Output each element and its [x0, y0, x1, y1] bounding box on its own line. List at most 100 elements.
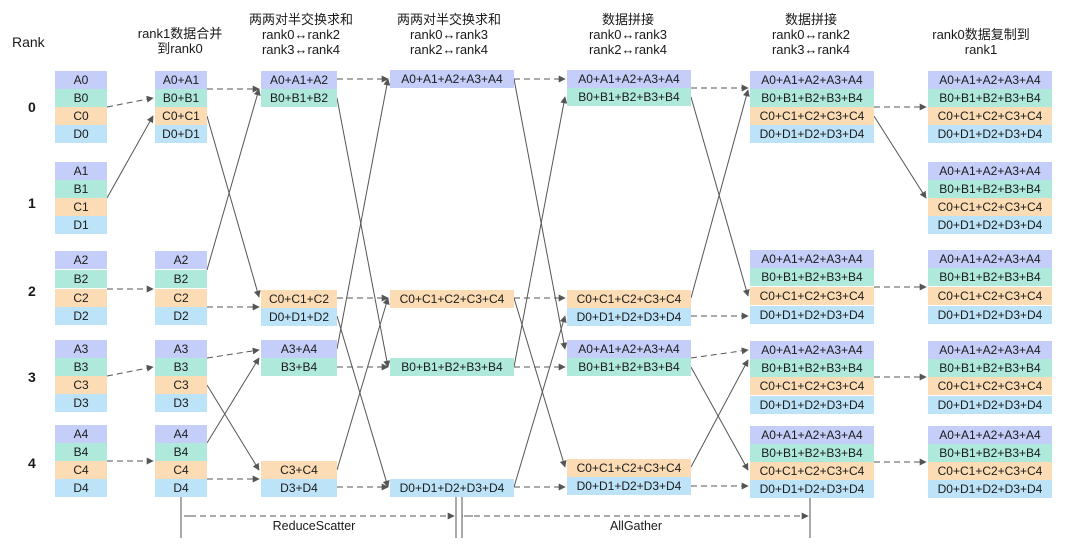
- header-line: 数据拼接: [784, 12, 837, 27]
- data-block: B0+B1+B2+B3+B4: [390, 358, 514, 376]
- exchange-arrow: [206, 357, 260, 444]
- data-block: C0+C1+C2+C3+C4: [750, 462, 874, 480]
- phase-label-allgather: AllGather: [583, 519, 689, 533]
- data-block: C0+C1+C2+C3+C4: [750, 287, 874, 305]
- data-block: B3: [155, 358, 207, 376]
- data-block: A2: [155, 251, 207, 269]
- data-block: A0+A1+A2+A3+A4: [567, 340, 691, 358]
- rank-axis-title: Rank: [12, 34, 45, 50]
- data-block: C4: [155, 461, 207, 479]
- data-block: C0+C1+C2+C3+C4: [390, 290, 514, 308]
- data-block: B0+B1+B2+B3+B4: [928, 268, 1052, 286]
- header-line: 两两对半交换求和: [396, 12, 501, 27]
- step-header-reduce-2: 两两对半交换求和 rank0↔rank3 rank2↔rank4: [388, 12, 510, 57]
- data-block: D0+D1+D2+D3+D4: [750, 396, 874, 414]
- exchange-arrow: [336, 315, 390, 488]
- rank-label-1: 1: [28, 195, 36, 211]
- exchange-arrow: [873, 115, 927, 199]
- data-block: B0+B1+B2+B3+B4: [928, 180, 1052, 198]
- data-block: D0+D1+D2+D3+D4: [928, 216, 1052, 234]
- data-block: B0+B1+B2+B3+B4: [750, 89, 874, 107]
- exchange-arrow: [513, 297, 567, 468]
- header-line: 两两对半交换求和: [248, 12, 353, 27]
- exchange-arrow: [206, 384, 260, 471]
- data-block: D0+D1+D2+D3+D4: [750, 306, 874, 324]
- data-block: C4: [55, 461, 107, 479]
- data-block: C0+C1+C2+C3+C4: [750, 377, 874, 395]
- data-block: B4: [155, 443, 207, 461]
- data-block: B0+B1+B2: [261, 89, 337, 107]
- step-header-gather-2: 数据拼接 rank0↔rank2 rank3↔rank4: [748, 12, 874, 57]
- data-block: C0+C1+C2+C3+C4: [567, 459, 691, 477]
- data-block: D4: [155, 479, 207, 497]
- data-block: C3: [55, 376, 107, 394]
- data-block: A0+A1+A2+A3+A4: [567, 70, 691, 88]
- rank-label-4: 4: [28, 455, 36, 471]
- data-block: D3: [55, 394, 107, 412]
- data-block: C1: [55, 198, 107, 216]
- data-block: D0+D1+D2+D3+D4: [928, 396, 1052, 414]
- data-block: D0+D1+D2+D3+D4: [750, 480, 874, 498]
- step-header-copy: rank0数据复制到 rank1: [918, 27, 1044, 57]
- data-block: A0+A1+A2+A3+A4: [928, 71, 1052, 89]
- step-header-gather-1: 数据拼接 rank0↔rank3 rank2↔rank4: [565, 12, 691, 57]
- exchange-arrow: [513, 315, 567, 488]
- exchange-arrow: [336, 297, 390, 471]
- data-block: D2: [55, 307, 107, 325]
- exchange-arrow: [206, 88, 261, 271]
- data-block: A0+A1: [155, 71, 207, 89]
- data-block: A0: [55, 71, 107, 89]
- data-block: A0+A1+A2+A3+A4: [750, 250, 874, 268]
- data-block: D0+D1+D2+D3+D4: [928, 125, 1052, 143]
- data-block: D0+D1+D2+D3+D4: [567, 477, 691, 495]
- data-block: A2: [55, 251, 107, 269]
- data-block: C0+C1+C2+C3+C4: [750, 107, 874, 125]
- data-block: A0+A1+A2+A3+A4: [928, 426, 1052, 444]
- data-block: C2: [155, 289, 207, 307]
- exchange-arrow: [106, 115, 154, 199]
- data-block: D0+D1+D2: [261, 308, 337, 326]
- header-line: rank0数据复制到: [932, 27, 1030, 42]
- data-block: D0: [55, 125, 107, 143]
- data-block: A0+A1+A2: [261, 71, 337, 89]
- data-block: B0+B1+B2+B3+B4: [928, 444, 1052, 462]
- data-block: D3: [155, 394, 207, 412]
- exchange-arrow: [206, 115, 261, 298]
- data-block: C0+C1: [155, 107, 207, 125]
- data-block: C0+C1+C2+C3+C4: [928, 287, 1052, 305]
- exchange-arrow: [336, 97, 391, 368]
- dashed-arrow: [106, 364, 154, 377]
- exchange-arrow: [690, 359, 749, 468]
- data-block: B0: [55, 89, 107, 107]
- header-line: 到rank0: [157, 41, 203, 56]
- rank-label-2: 2: [28, 283, 36, 299]
- step-header-merge: rank1数据合并 到rank0: [128, 26, 232, 56]
- data-block: D2: [155, 307, 207, 325]
- exchange-arrow: [690, 89, 750, 299]
- data-block: D0+D1+D2+D3+D4: [567, 308, 691, 326]
- data-block: D0+D1+D2+D3+D4: [390, 479, 514, 497]
- data-block: C3+C4: [261, 461, 337, 479]
- rank-label-0: 0: [28, 99, 36, 115]
- rank-label-3: 3: [28, 369, 36, 385]
- data-block: B2: [155, 270, 207, 288]
- data-block: B0+B1+B2+B3+B4: [750, 444, 874, 462]
- step-header-reduce-1: 两两对半交换求和 rank0↔rank2 rank3↔rank4: [240, 12, 362, 57]
- data-block: D0+D1: [155, 125, 207, 143]
- phase-label-reducescatter: ReduceScatter: [261, 519, 367, 533]
- data-block: D4: [55, 479, 107, 497]
- data-block: D1: [55, 216, 107, 234]
- header-line: rank1数据合并: [137, 26, 223, 41]
- data-block: B0+B1+B2+B3+B4: [750, 359, 874, 377]
- data-block: C3: [155, 376, 207, 394]
- data-block: C0+C1+C2+C3+C4: [928, 377, 1052, 395]
- data-block: B0+B1: [155, 89, 207, 107]
- data-block: A0+A1+A2+A3+A4: [390, 70, 514, 88]
- header-line: 数据拼接: [601, 12, 654, 27]
- exchange-arrow: [513, 96, 568, 368]
- data-block: C0+C1+C2+C3+C4: [928, 462, 1052, 480]
- data-block: B0+B1+B2+B3+B4: [928, 89, 1052, 107]
- header-line: rank3↔rank4: [771, 42, 851, 57]
